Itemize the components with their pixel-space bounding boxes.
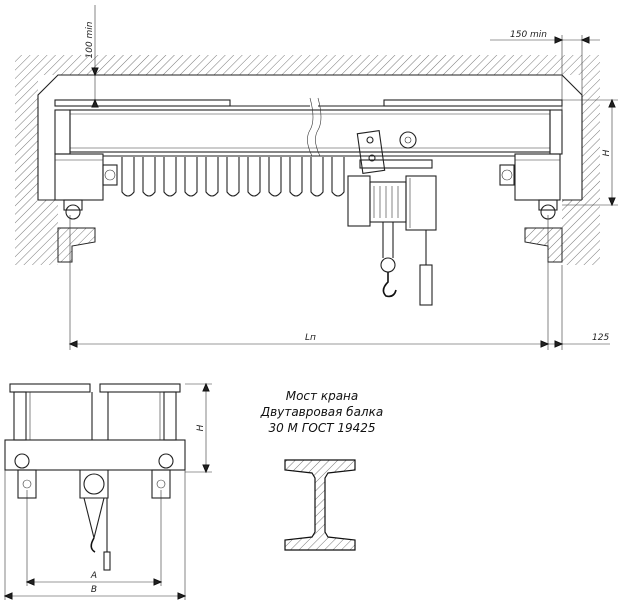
festoon-loop	[205, 157, 219, 197]
crane-side-view	[3, 382, 212, 600]
crane-bridge	[54, 97, 563, 220]
festoon-cables	[121, 157, 345, 197]
dim-span: Lп	[305, 333, 316, 343]
dim-side-height: H	[196, 424, 206, 431]
festoon-loop	[310, 157, 324, 197]
festoon-loop	[289, 157, 303, 197]
festoon-loop	[142, 157, 156, 197]
i-beam-section	[284, 459, 356, 551]
festoon-loop	[268, 157, 282, 197]
festoon-loop	[226, 157, 240, 197]
dim-overall-width: B	[91, 585, 97, 595]
dimension-lines	[68, 5, 618, 350]
runway-beams	[57, 227, 563, 263]
festoon-loop	[163, 157, 177, 197]
festoon-loop	[121, 157, 135, 197]
festoon-loop	[247, 157, 261, 197]
caption-line-1: Мост крана	[286, 389, 359, 403]
dim-top-clearance: 100 min	[85, 21, 95, 58]
dim-rail-offset: 125	[592, 333, 609, 343]
dim-height: H	[602, 149, 612, 156]
electric-hoist	[347, 130, 437, 306]
caption-line-3: 30 М ГОСТ 19425	[268, 421, 375, 435]
festoon-loop	[331, 157, 345, 197]
festoon-loop	[184, 157, 198, 197]
dim-side-clearance: 150 min	[510, 30, 547, 40]
caption-line-2: Двутавровая балка	[260, 405, 383, 419]
dim-wheel-track: A	[90, 571, 97, 581]
